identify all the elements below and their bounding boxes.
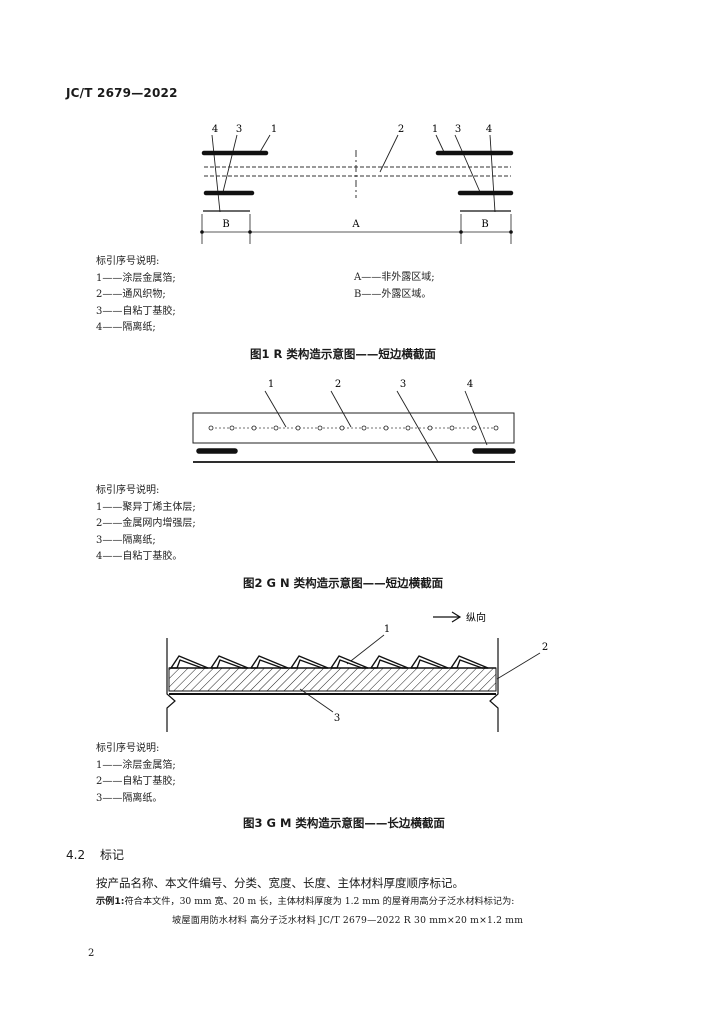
figure2-legend: 标引序号说明: 1——聚异丁烯主体层; 2——金属网内增强层; 3——隔离纸; … — [96, 483, 196, 566]
legend-title: 标引序号说明: — [96, 485, 160, 496]
legend-item: 1——涂层金属箔; — [96, 272, 176, 284]
fig1-callout-2: 2 — [398, 124, 404, 135]
example-line: 示例1:符合本文件，30 mm 宽、20 m 长，主体材料厚度为 1.2 mm … — [96, 893, 514, 907]
fig3-direction-label: 纵向 — [466, 611, 486, 624]
fig2-callout-2: 2 — [335, 379, 341, 390]
fig1-dim-b-right: B — [481, 219, 488, 230]
figure1-zone-legend: A——非外露区域; B——外露区域。 — [354, 270, 435, 303]
document-code: JC/T 2679—2022 — [66, 86, 178, 100]
fig1-callout-3-left: 3 — [236, 124, 242, 135]
legend-title: 标引序号说明: — [96, 256, 160, 267]
zone-item-a: A——非外露区域; — [354, 272, 435, 283]
figure2-caption: 图2 G N 类构造示意图——短边横截面 — [243, 576, 444, 590]
legend-item: 4——自粘丁基胶。 — [96, 551, 183, 562]
legend-item: 3——隔离纸; — [96, 534, 156, 546]
fig2-callout-1: 1 — [268, 379, 274, 390]
direction-arrow-icon — [433, 611, 462, 623]
figure3-legend: 标引序号说明: 1——涂层金属箔; 2——自粘丁基胶; 3——隔离纸。 — [96, 741, 176, 807]
fig1-callout-4-left: 4 — [212, 124, 218, 135]
fig2-callout-4: 4 — [467, 379, 473, 390]
marking-example: 坡屋面用防水材料 高分子泛水材料 JC/T 2679—2022 R 30 mm×… — [172, 915, 524, 926]
legend-item: 1——涂层金属箔; — [96, 759, 176, 771]
page-number: 2 — [88, 948, 95, 959]
fig1-callout-4-right: 4 — [486, 124, 492, 135]
figure3-caption: 图3 G M 类构造示意图——长边横截面 — [243, 816, 445, 830]
legend-item: 2——通风织物; — [96, 289, 166, 300]
figure1-diagram: 4 3 1 2 1 3 4 — [200, 124, 514, 244]
legend-item: 2——金属网内增强层; — [96, 518, 196, 529]
legend-item: 2——自粘丁基胶; — [96, 776, 176, 787]
legend-item: 3——自粘丁基胶; — [96, 305, 176, 317]
fig1-callout-3-right: 3 — [455, 124, 461, 135]
legend-title: 标引序号说明: — [96, 743, 160, 754]
fig1-callout-1-left: 1 — [271, 124, 277, 135]
zone-item-b: B——外露区域。 — [354, 288, 432, 300]
section-paragraph: 按产品名称、本文件编号、分类、宽度、长度、主体材料厚度顺序标记。 — [96, 876, 464, 890]
figure2-diagram: 1 2 3 4 — [192, 379, 516, 463]
figure1-legend: 标引序号说明: 1——涂层金属箔; 2——通风织物; 3——自粘丁基胶; 4——… — [96, 254, 176, 337]
legend-item: 3——隔离纸。 — [96, 792, 163, 804]
fig1-dim-a: A — [351, 219, 360, 230]
legend-item: 4——隔离纸; — [96, 322, 156, 333]
figure3-diagram: 纵向 1 2 3 — [166, 611, 548, 732]
legend-item: 1——聚异丁烯主体层; — [96, 501, 196, 513]
section-title: 标记 — [100, 848, 125, 862]
example-text: 符合本文件，30 mm 宽、20 m 长，主体材料厚度为 1.2 mm 的屋脊用… — [124, 896, 515, 907]
fig3-callout-2: 2 — [542, 642, 548, 653]
fig1-dim-b-left: B — [222, 219, 229, 230]
fig3-callout-1: 1 — [384, 624, 390, 635]
section-heading: 4.2 标记 — [66, 846, 124, 863]
fig2-callout-3: 3 — [400, 379, 406, 390]
fig1-callout-1-right: 1 — [432, 124, 438, 135]
example-label: 示例1: — [96, 896, 125, 907]
section-number: 4.2 — [66, 848, 86, 862]
fig3-callout-3: 3 — [334, 713, 340, 724]
figure1-caption: 图1 R 类构造示意图——短边横截面 — [250, 347, 436, 361]
